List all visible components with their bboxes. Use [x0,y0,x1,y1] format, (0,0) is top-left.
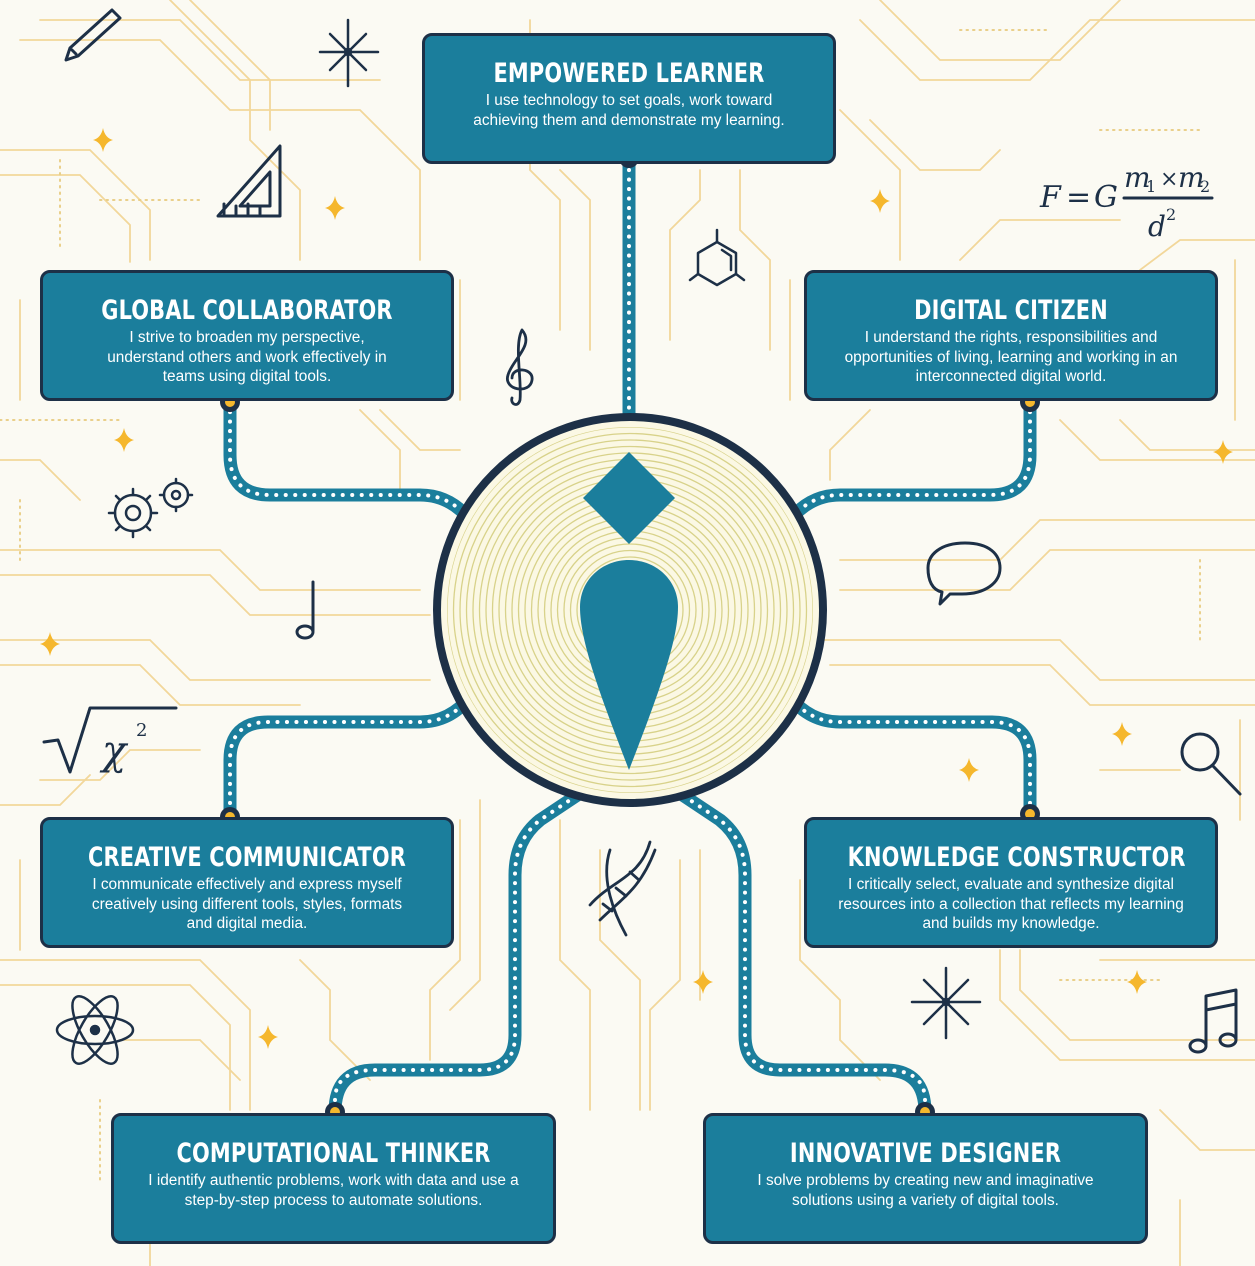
card-description: I strive to broaden my perspective, unde… [107,329,387,386]
svg-text:χ: χ [99,728,129,774]
connector-top-left [223,393,477,527]
card-description: I understand the rights, responsibilitie… [844,329,1178,386]
svg-text:G: G [1094,180,1118,215]
decorative-icons [42,8,1242,1065]
star-icon [318,18,380,88]
connector-mid-right [783,690,1037,822]
sparkle-icon [693,970,713,994]
svg-text:=: = [1066,180,1091,215]
card-title: CREATIVE COMMUNICATOR [87,842,407,873]
ring [465,445,795,775]
connector-bottom-left [328,783,592,1119]
dna-icon [588,840,657,937]
sparkle-icon [870,189,890,213]
card-title: INNOVATIVE DESIGNER [789,1138,1062,1169]
pencil-icon [64,8,122,62]
connector-top-right [783,393,1037,527]
svg-text:d: d [1148,210,1166,243]
svg-text:×: × [1160,167,1178,192]
svg-text:m: m [1124,161,1151,194]
ring [452,432,808,788]
card-global-collaborator: GLOBAL COLLABORATOR I strive to broaden … [40,270,454,401]
card-title: GLOBAL COLLABORATOR [101,295,393,326]
card-title: KNOWLEDGE CONSTRUCTOR [847,842,1186,873]
card-title: EMPOWERED LEARNER [493,58,765,89]
card-creative-communicator: CREATIVE COMMUNICATOR I communicate effe… [40,817,454,948]
music-note-icon [295,580,315,640]
svg-text:F: F [1039,180,1062,215]
speech-bubble-icon [926,541,1002,606]
svg-text:1: 1 [1146,177,1156,196]
card-description: I use technology to set goals, work towa… [473,92,785,129]
sparkle-icon [1213,440,1233,464]
card-description: I solve problems by creating new and ima… [757,1172,1094,1209]
sparkles [40,128,1233,1049]
benzene-icon [688,228,746,287]
connector-paths [223,153,1037,1119]
sparkle-icon [325,196,345,220]
treble-clef-icon [506,328,534,406]
sparkle-icon [258,1025,278,1049]
square-root-icon [42,706,178,774]
svg-text:2: 2 [1200,177,1210,196]
card-description: I communicate effectively and express my… [91,876,403,933]
card-description: I identify authentic problems, work with… [148,1172,519,1209]
star-icon [910,966,982,1040]
ring [459,439,801,781]
card-computational-thinker: COMPUTATIONAL THINKER I identify authent… [111,1113,556,1244]
atom-icon [55,995,135,1065]
sparkle-icon [959,758,979,782]
sparkle-icon [40,632,60,656]
svg-text:m: m [1178,161,1205,194]
sparkle-icon [1112,722,1132,746]
sparkle-icon [114,428,134,452]
svg-text:2: 2 [1166,205,1176,224]
card-knowledge-constructor: KNOWLEDGE CONSTRUCTOR I critically selec… [804,817,1218,948]
information-person-icon [580,452,678,770]
center-emblem [433,413,827,807]
gears-icon [107,477,194,539]
card-title: COMPUTATIONAL THINKER [176,1138,491,1169]
connector-bottom-right [668,783,932,1119]
connector-mid-left [223,690,477,822]
sparkle-icon [93,128,113,152]
formula-text: F = G m 1 × m 2 d 2 χ 2 [99,161,1210,774]
svg-text:2: 2 [136,720,147,741]
card-empowered-learner: EMPOWERED LEARNER I use technology to se… [422,33,836,164]
card-description: I critically select, evaluate and synthe… [838,876,1184,933]
card-innovative-designer: INNOVATIVE DESIGNER I solve problems by … [703,1113,1148,1244]
card-digital-citizen: DIGITAL CITIZEN I understand the rights,… [804,270,1218,401]
double-note-icon [1188,988,1238,1054]
set-square-icon [216,144,282,218]
magnifier-icon [1180,732,1242,796]
card-title: DIGITAL CITIZEN [914,295,1108,326]
sparkle-icon [1127,970,1147,994]
